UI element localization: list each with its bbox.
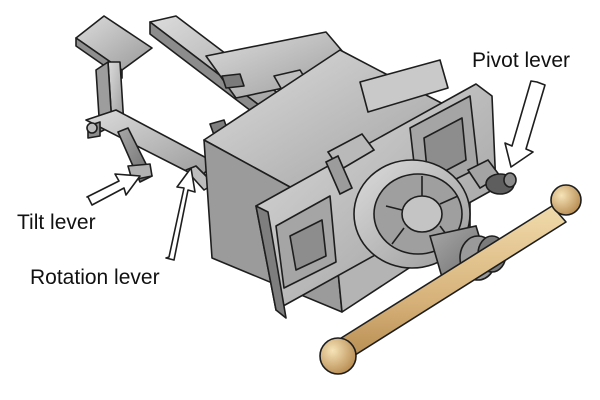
tilt-lever-label: Tilt lever [17, 211, 96, 234]
pivot-arrow [504, 80, 546, 168]
rotation-lever-label: Rotation lever [30, 266, 160, 289]
pivot-knob [466, 158, 517, 195]
pivot-lever-label: Pivot lever [472, 49, 571, 72]
tilt-bracket [75, 15, 215, 183]
tilt-arrow [86, 173, 141, 206]
rotation-arrow [165, 167, 196, 261]
wooden-handle [319, 184, 582, 375]
